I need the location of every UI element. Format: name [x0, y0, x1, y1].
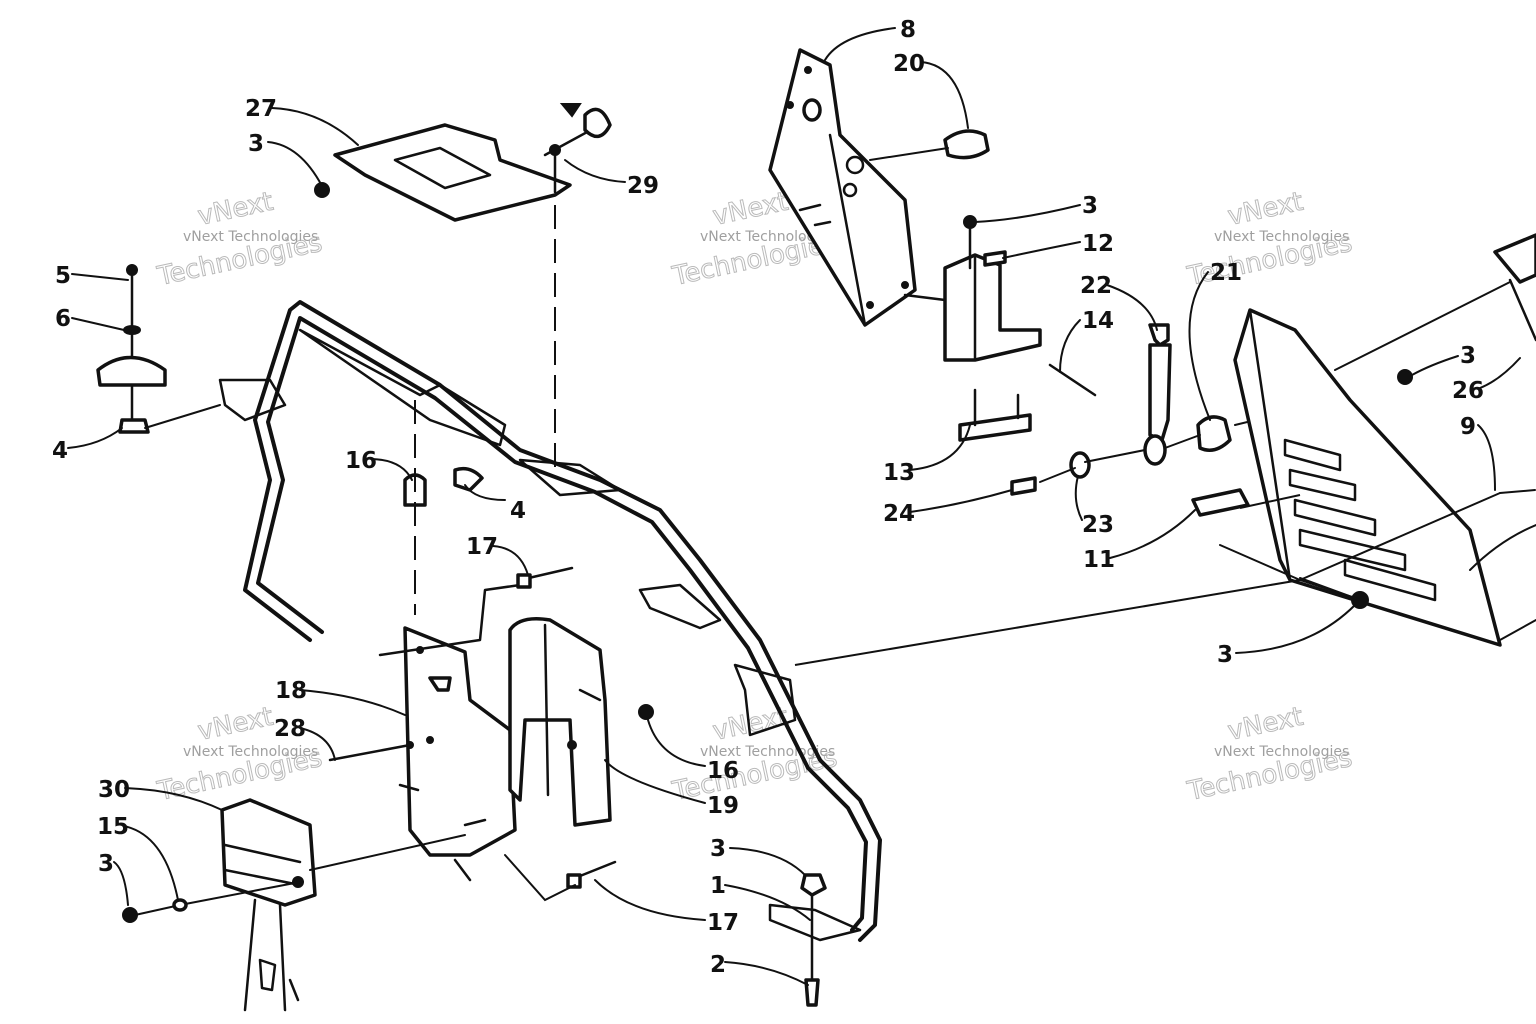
callout-14: 14: [1082, 308, 1114, 334]
callout-19: 19: [707, 793, 739, 819]
part-17-wire-ties: [504, 566, 617, 902]
svg-text:vNext Technologies: vNext Technologies: [1214, 229, 1349, 245]
callout-labels: 27 3 29 5 6 4 16 4 17 18 28 30 15 3 16 1…: [52, 17, 1484, 978]
callout-29: 29: [627, 173, 659, 199]
callout-30: 30: [98, 777, 130, 803]
callout-22: 22: [1080, 273, 1112, 299]
callout-17: 17: [707, 910, 739, 936]
part-30-regulator: [122, 798, 466, 1012]
watermark-top-left: vNext Technologies vNext Technologies: [154, 186, 326, 292]
callout-20: 20: [893, 51, 925, 77]
callout-13: 13: [883, 460, 915, 486]
callout-8: 8: [900, 17, 916, 43]
svg-text:vNext: vNext: [195, 702, 276, 747]
svg-text:vNext Technologies: vNext Technologies: [183, 744, 318, 760]
svg-text:vNext: vNext: [1225, 187, 1306, 232]
callout-2: 2: [710, 952, 726, 978]
callout-11: 11: [1083, 547, 1115, 573]
callout-24: 24: [883, 501, 915, 527]
callout-4: 4: [52, 438, 68, 464]
svg-text:vNext Technologies: vNext Technologies: [700, 229, 835, 245]
svg-text:vNext Technologies: vNext Technologies: [183, 229, 318, 245]
callout-3: 3: [710, 836, 726, 862]
callout-17: 17: [466, 534, 498, 560]
callout-28: 28: [274, 716, 306, 742]
svg-text:vNext Technologies: vNext Technologies: [1214, 744, 1349, 760]
part-19-cover: [508, 617, 654, 827]
watermark-bottom-middle: vNext Technologies vNext Technologies: [669, 701, 841, 807]
callout-9: 9: [1460, 414, 1476, 440]
callout-6: 6: [55, 306, 71, 332]
tubular-frame: [218, 300, 882, 942]
bottom-hardware: [800, 873, 827, 1007]
hardware-left: [96, 264, 221, 434]
callout-12: 12: [1082, 231, 1114, 257]
callout-3: 3: [1217, 642, 1233, 668]
callout-3: 3: [1082, 193, 1098, 219]
callout-21: 21: [1210, 260, 1242, 286]
callout-27: 27: [245, 96, 277, 122]
part-18-bracket-plate: [328, 583, 522, 882]
watermark-bottom-right: vNext Technologies vNext Technologies: [1184, 701, 1356, 807]
callout-3: 3: [1460, 343, 1476, 369]
callout-18: 18: [275, 678, 307, 704]
callout-15: 15: [97, 814, 129, 840]
svg-text:vNext: vNext: [195, 187, 276, 232]
callout-3: 3: [98, 851, 114, 877]
callout-4: 4: [510, 498, 526, 524]
leader-lines: [67, 27, 1521, 986]
part-12-bracket: [903, 215, 1097, 442]
part-8-side-panel: [768, 48, 990, 327]
part-16-clip: [403, 205, 556, 615]
callout-16: 16: [707, 758, 739, 784]
right-side-panel: [1191, 233, 1536, 647]
callout-26: 26: [1452, 378, 1484, 404]
callout-1: 1: [710, 873, 726, 899]
assembly-axis-lines: [794, 492, 1501, 666]
callout-16: 16: [345, 448, 377, 474]
svg-text:vNext: vNext: [710, 187, 791, 232]
linkage-assembly: [1010, 323, 1306, 496]
callout-23: 23: [1082, 512, 1114, 538]
callout-3: 3: [248, 131, 264, 157]
part-27-mounting-plate: [333, 103, 612, 222]
svg-text:vNext: vNext: [1225, 702, 1306, 747]
callout-5: 5: [55, 263, 71, 289]
